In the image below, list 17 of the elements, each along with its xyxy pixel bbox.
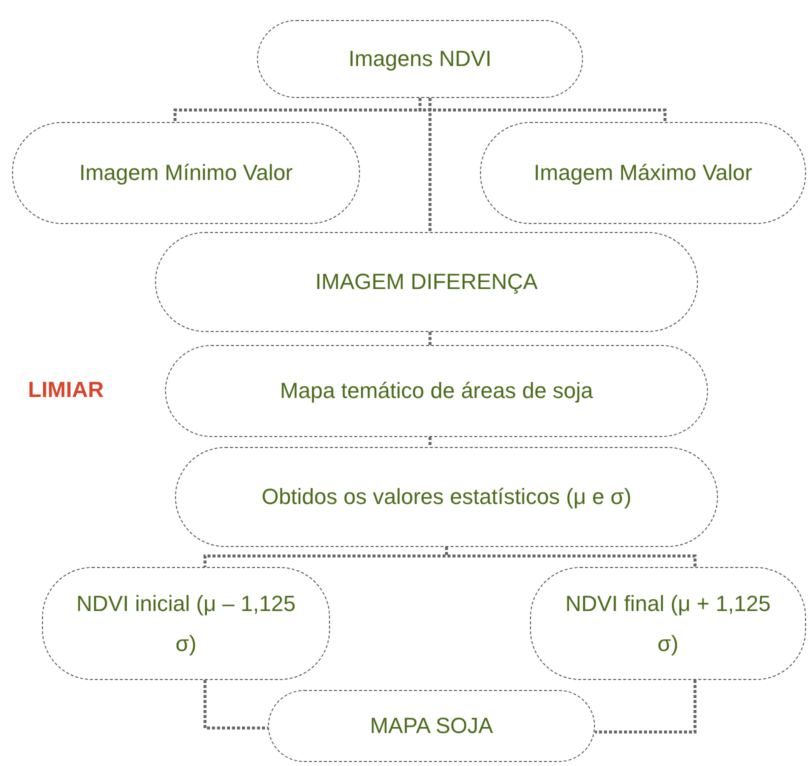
connector-line bbox=[445, 547, 696, 567]
node-text: Imagens NDVI bbox=[348, 44, 492, 73]
connector-line bbox=[428, 332, 432, 345]
node-text: IMAGEM DIFERENÇA bbox=[315, 268, 538, 296]
connector-line bbox=[204, 680, 268, 730]
connector-line bbox=[428, 437, 432, 447]
node-text: Imagem Mínimo Valor bbox=[79, 159, 293, 188]
connector-line bbox=[595, 680, 696, 734]
threshold-label: LIMIAR bbox=[28, 377, 104, 403]
node-text: NDVI inicial (μ – 1,125 σ) bbox=[76, 590, 296, 658]
node-text: Obtidos os valores estatísticos (μ e σ) bbox=[262, 482, 632, 511]
node-text: Imagem Máximo Valor bbox=[534, 159, 752, 188]
node-text: MAPA SOJA bbox=[370, 712, 494, 740]
node-text: NDVI final (μ + 1,125 σ) bbox=[564, 590, 772, 658]
connector-line bbox=[418, 98, 666, 122]
connector-line bbox=[428, 98, 432, 232]
node-text: Mapa temático de áreas de soja bbox=[280, 376, 594, 405]
